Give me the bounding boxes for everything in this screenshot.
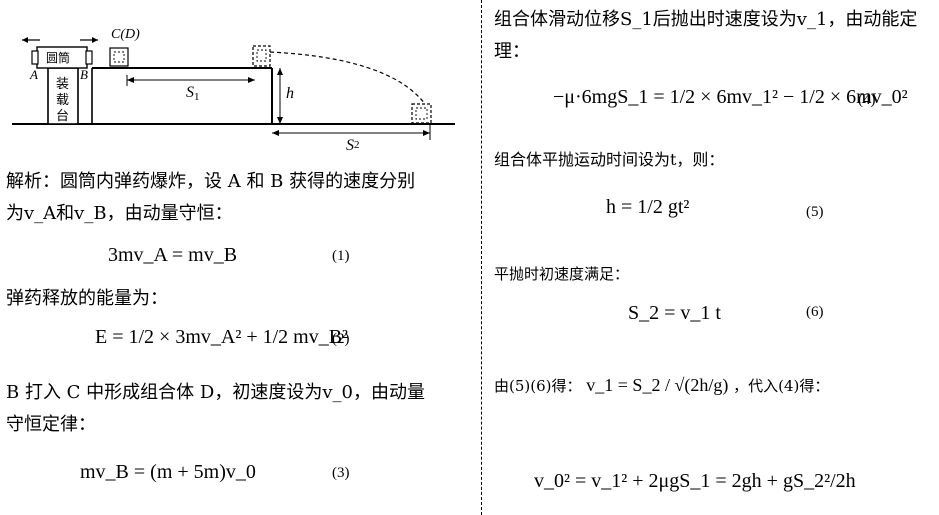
- work-energy-line-2: 理：: [494, 41, 530, 62]
- label-platform-1: 装: [56, 76, 69, 91]
- equation-5-number: (5): [806, 204, 824, 220]
- arrow-left-icon: [22, 37, 28, 43]
- block-b: [85, 50, 93, 65]
- label-cd: C(D): [111, 27, 140, 42]
- equation-4-number: (4): [858, 92, 876, 108]
- label-s2: S2: [346, 137, 360, 150]
- label-platform-2: 载: [56, 92, 69, 107]
- energy-text: 弹药释放的能量为：: [6, 288, 168, 309]
- collision-line-2: 守恒定律：: [6, 414, 96, 435]
- equation-6-number: (6): [806, 304, 824, 320]
- derive-prefix: 由(5)(6)得：: [494, 377, 582, 395]
- final-equation: v_0² = v_1² + 2μgS_1 = 2gh + gS_2²/2h: [534, 470, 856, 492]
- block-at-edge: [252, 45, 271, 67]
- collision-line-1: B 打入 C 中形成组合体 D，初速度设为v_0，由动量: [6, 382, 425, 403]
- block-landed: [411, 103, 432, 124]
- equation-2-number: (2): [332, 331, 350, 347]
- arrow-right-icon: [92, 37, 98, 43]
- derive-equation: v_1 = S_2 / √(2h/g): [586, 375, 729, 395]
- equation-2: E = 1/2 × 3mv_A² + 1/2 mv_B²: [95, 326, 349, 348]
- label-a: A: [29, 67, 38, 82]
- label-tube: 圆筒: [46, 50, 70, 65]
- label-h: h: [286, 85, 294, 102]
- physics-diagram: C(D) 圆筒 A B 装 载 台 S1 h S2: [12, 27, 455, 150]
- analysis-line-2: 为v_A和v_B，由动量守恒：: [6, 203, 233, 224]
- derive-line: 由(5)(6)得： v_1 = S_2 / √(2h/g) ，代入(4)得：: [494, 375, 829, 396]
- initial-velocity-text: 平抛时初速度满足：: [494, 265, 630, 283]
- equation-3: mv_B = (m + 5m)v_0: [80, 461, 256, 483]
- work-energy-line-1: 组合体滑动位移S_1后抛出时速度设为v_1，由动能定: [494, 9, 918, 30]
- projectile-time-text: 组合体平抛运动时间设为t，则：: [494, 150, 725, 169]
- equation-1-number: (1): [332, 248, 350, 264]
- trajectory: [269, 51, 426, 105]
- equation-6: S_2 = v_1 t: [628, 302, 721, 324]
- loading-platform: [47, 67, 79, 125]
- equation-3-number: (3): [332, 465, 350, 481]
- equation-1: 3mv_A = mv_B: [108, 244, 238, 266]
- label-b: B: [80, 67, 88, 82]
- equation-4: −μ·6mgS_1 = 1/2 × 6mv_1² − 1/2 × 6mv_0²: [553, 86, 908, 108]
- derive-suffix: ，代入(4)得：: [733, 377, 830, 395]
- block-cd: [109, 47, 129, 67]
- label-s1: S1: [186, 84, 200, 103]
- analysis-line-1: 解析：圆筒内弹药爆炸，设 A 和 B 获得的速度分别: [6, 171, 416, 192]
- block-a: [31, 50, 39, 65]
- equation-5: h = 1/2 gt²: [606, 196, 690, 218]
- label-platform-3: 台: [56, 108, 69, 123]
- column-divider: [481, 0, 482, 515]
